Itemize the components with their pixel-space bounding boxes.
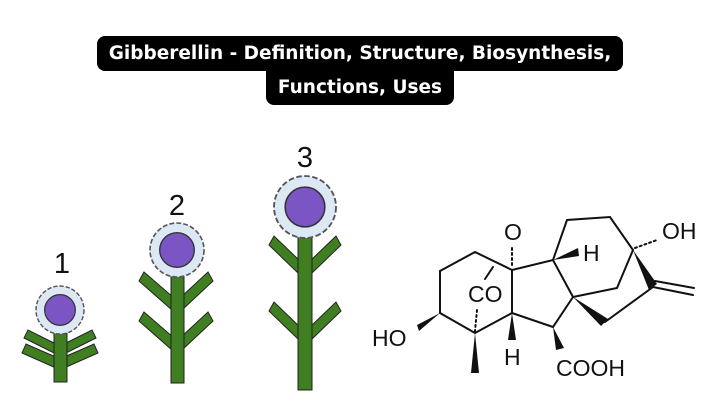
atom-cooh: COOH — [556, 355, 625, 381]
atom-co-bridge: CO — [468, 281, 503, 307]
leaf — [138, 311, 175, 351]
leaf — [179, 271, 214, 312]
plant-1 — [21, 286, 99, 383]
plant-label-3: 3 — [297, 142, 313, 174]
stem — [297, 231, 313, 391]
plant-3 — [268, 176, 342, 391]
atom-o-bridge: O — [504, 219, 522, 245]
stem — [53, 331, 68, 383]
leaf — [268, 235, 302, 276]
atom-h-top: H — [583, 240, 600, 266]
atom-h-bottom: H — [504, 344, 521, 370]
plant-2 — [138, 223, 214, 384]
plant-label-2: 2 — [169, 190, 185, 222]
flower-icon — [274, 176, 336, 238]
atom-oh-right: OH — [662, 218, 697, 244]
leaf — [308, 301, 342, 342]
atom-ho-left: HO — [372, 325, 407, 351]
leaf — [308, 235, 342, 276]
title-banner: Gibberellin - Definition, Structure, Bio… — [0, 36, 720, 105]
plant-label-1: 1 — [54, 248, 70, 280]
title-line-1: Gibberellin - Definition, Structure, Bio… — [96, 36, 624, 71]
leaf — [138, 271, 175, 311]
gibberellin-structure — [417, 215, 695, 373]
stem — [170, 271, 185, 384]
leaf — [179, 311, 214, 352]
leaf — [268, 301, 302, 342]
title-line-2: Functions, Uses — [265, 70, 455, 105]
flower-icon — [36, 286, 84, 334]
flower-icon — [150, 223, 204, 277]
